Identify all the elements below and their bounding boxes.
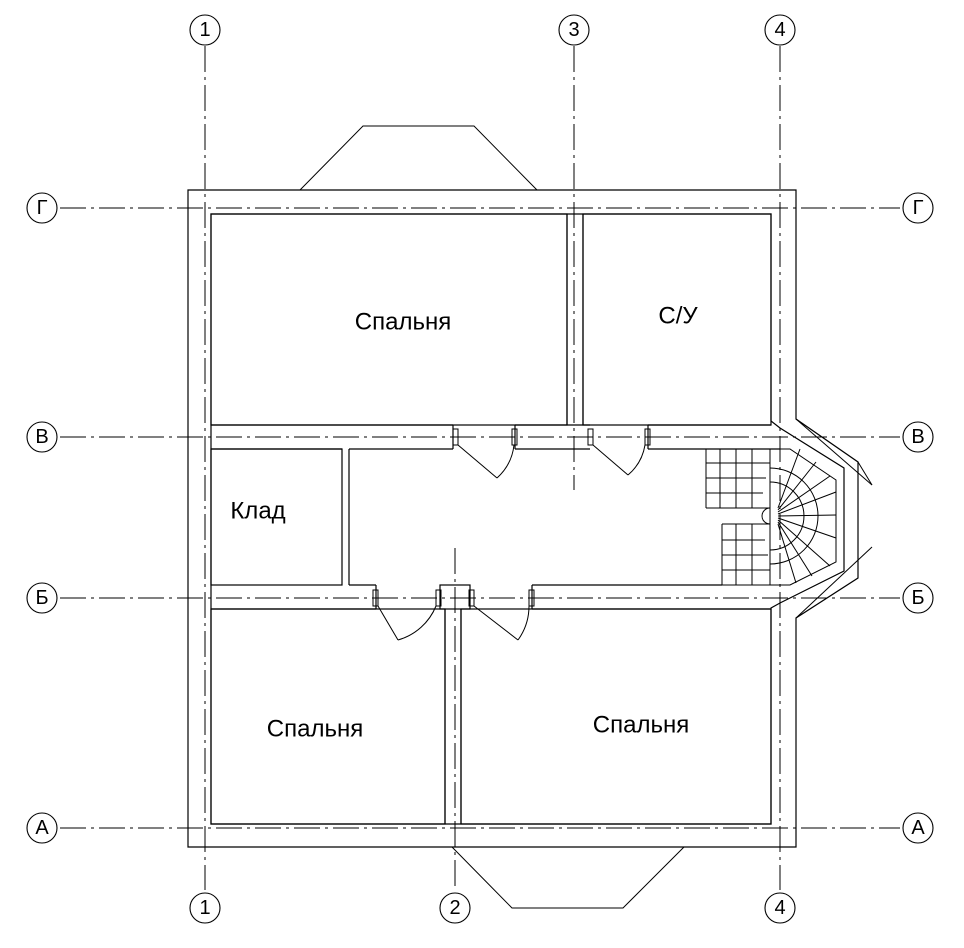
svg-text:А: А: [911, 817, 925, 839]
room-label-bedroom-bottom-right: Спальня: [593, 712, 689, 739]
svg-text:Б: Б: [911, 587, 924, 609]
axis-bubble-right-v: В: [902, 421, 934, 453]
axis-bubble-top-4: 4: [764, 14, 796, 46]
room-label-bathroom: С/У: [658, 303, 698, 330]
room-labels: Спальня С/У Клад Спальня Спальня: [230, 303, 698, 743]
svg-text:4: 4: [774, 19, 785, 41]
svg-text:В: В: [35, 426, 48, 448]
svg-text:Б: Б: [35, 587, 48, 609]
svg-text:3: 3: [568, 19, 579, 41]
axis-bubble-left-a: А: [26, 812, 58, 844]
svg-text:А: А: [35, 817, 49, 839]
axis-bubble-left-b: Б: [26, 582, 58, 614]
doors: [377, 444, 646, 641]
axis-bubble-right-g: Г: [902, 192, 934, 224]
axis-bubble-right-b: Б: [902, 582, 934, 614]
svg-text:Г: Г: [37, 197, 48, 219]
axis-bubble-bottom-1: 1: [189, 892, 221, 924]
svg-text:1: 1: [199, 19, 210, 41]
svg-text:Г: Г: [913, 197, 924, 219]
room-label-storage: Клад: [230, 498, 285, 525]
room-label-bedroom-bottom-left: Спальня: [267, 716, 363, 743]
axis-bubble-left-g: Г: [26, 192, 58, 224]
corridor-walls: [211, 424, 780, 824]
axis-bubble-bottom-2: 2: [439, 892, 471, 924]
staircase: [705, 448, 837, 586]
svg-text:4: 4: [774, 897, 785, 919]
axis-bubble-left-v: В: [26, 421, 58, 453]
svg-text:2: 2: [449, 897, 460, 919]
axis-bubbles: 1 3 4 1 2 4 Г В: [26, 14, 934, 924]
axis-bubble-top-1: 1: [189, 14, 221, 46]
svg-text:1: 1: [199, 897, 210, 919]
bay-windows: [299, 125, 873, 909]
axis-bubble-right-a: А: [902, 812, 934, 844]
outer-walls: [187, 189, 859, 848]
axis-bubble-top-3: 3: [558, 14, 590, 46]
grid-axes: [60, 46, 900, 890]
svg-text:В: В: [911, 426, 924, 448]
room-label-bedroom-top: Спальня: [355, 309, 451, 336]
axis-bubble-bottom-4: 4: [764, 892, 796, 924]
